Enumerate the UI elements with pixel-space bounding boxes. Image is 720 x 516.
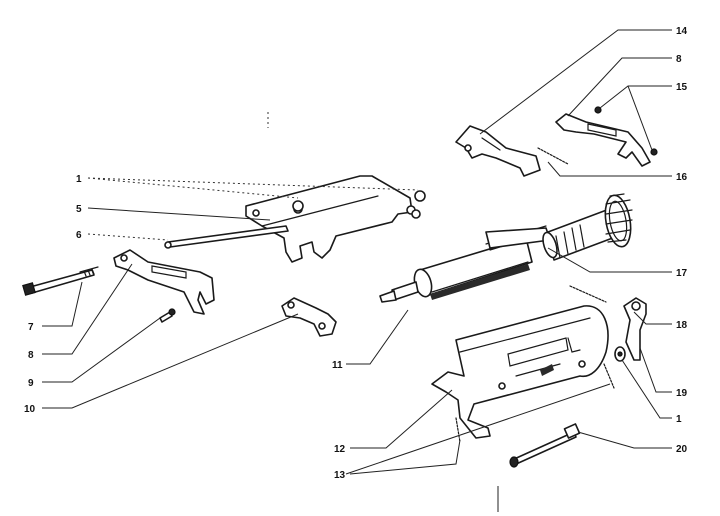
washer-part <box>614 346 626 362</box>
cylinder-housing-part <box>431 305 609 439</box>
callout-15: 15 <box>676 82 688 93</box>
main-roller-part <box>379 225 551 303</box>
callout-13: 13 <box>334 470 346 481</box>
callout-19: 19 <box>676 388 688 399</box>
callout-9: 9 <box>28 378 34 389</box>
callout-8: 8 <box>28 350 34 361</box>
gear-shaft-part <box>542 193 633 261</box>
callout-1: 1 <box>76 174 82 185</box>
screw-part <box>292 190 426 219</box>
callout-1-right: 1 <box>676 414 682 425</box>
spring-pin-part <box>509 423 581 468</box>
left-shaft-part <box>22 266 99 296</box>
callout-14: 14 <box>676 26 688 37</box>
right-lever-part <box>623 297 647 361</box>
callout-8-top: 8 <box>676 54 682 65</box>
small-bracket-part <box>281 297 337 337</box>
callout-6: 6 <box>76 230 82 241</box>
leader-lines <box>42 29 672 512</box>
callout-labels: 1 5 6 7 8 9 10 11 12 13 14 8 15 16 17 18… <box>24 26 688 481</box>
callout-7: 7 <box>28 322 34 333</box>
callout-17: 17 <box>676 268 688 279</box>
callout-20: 20 <box>676 444 688 455</box>
callout-11: 11 <box>332 360 343 371</box>
small-screw-part <box>159 308 176 323</box>
slotted-lever-plate-part <box>113 249 215 315</box>
pin-shaft-part <box>164 225 289 249</box>
callout-12: 12 <box>334 444 346 455</box>
callout-18: 18 <box>676 320 688 331</box>
callout-10: 10 <box>24 404 36 415</box>
top-right-lever-part <box>455 125 541 177</box>
top-right-slotted-plate-part <box>555 113 651 167</box>
top-right-screw-part <box>594 106 658 156</box>
callout-5: 5 <box>76 204 82 215</box>
spring-part <box>455 147 615 443</box>
callout-16: 16 <box>676 172 688 183</box>
